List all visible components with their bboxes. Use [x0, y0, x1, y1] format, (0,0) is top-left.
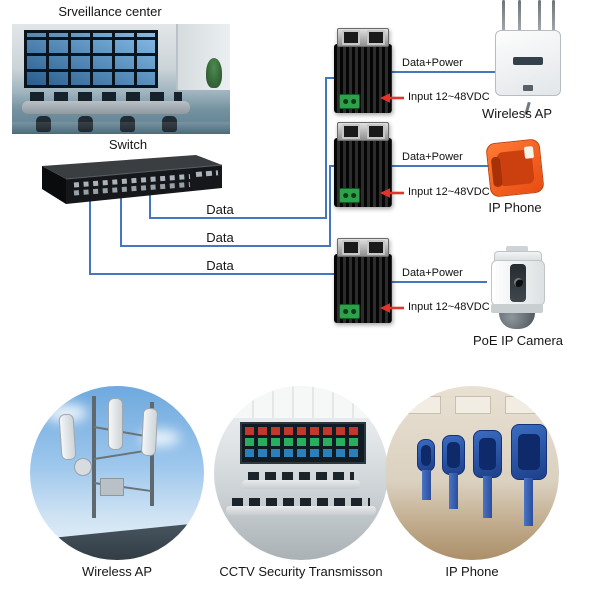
rj45-jack-icon — [366, 30, 385, 45]
phone-pillar — [422, 470, 431, 500]
camera-lens-icon — [513, 278, 523, 287]
screen-row — [245, 449, 361, 457]
surveillance-center-photo — [12, 24, 230, 134]
antenna-icon — [538, 0, 541, 32]
poe-camera-device-label: PoE IP Camera — [472, 333, 564, 348]
data-power-label-2: Data+Power — [402, 151, 463, 163]
ceiling — [214, 386, 388, 418]
gallery-caption-cctv: CCTV Security Transmisson — [219, 564, 383, 579]
data-power-label-3: Data+Power — [402, 267, 463, 279]
switch-label: Switch — [108, 137, 148, 152]
wireless-ap-photo — [492, 0, 564, 116]
port-row — [73, 182, 191, 196]
antenna-panel — [140, 407, 159, 457]
camera-body — [491, 260, 545, 306]
surveillance-center-label: Srveillance center — [58, 4, 162, 19]
rooftop-silhouette — [30, 522, 204, 560]
rj45-jack-icon — [341, 124, 360, 139]
poe-ip-camera-photo — [480, 246, 554, 334]
monitor-row — [248, 472, 354, 480]
poe-injector-1 — [334, 28, 392, 113]
gallery-caption-wireless-ap: Wireless AP — [81, 564, 153, 579]
rj45-jack-icon — [366, 240, 385, 255]
ip-phone-device-label: IP Phone — [488, 200, 542, 215]
port-row — [73, 174, 191, 188]
camera-mount — [506, 246, 528, 252]
injector-top — [337, 238, 389, 257]
antenna-icon — [518, 0, 521, 32]
phone-booth — [473, 430, 502, 478]
monitor-row — [232, 498, 370, 506]
desk-row — [226, 506, 376, 515]
gallery-caption-ip-phone: IP Phone — [445, 564, 499, 579]
camera-dome — [499, 313, 535, 329]
window — [455, 396, 491, 414]
phone-label-tag — [523, 146, 535, 159]
switch-drawing — [42, 155, 223, 204]
dc-terminal-block — [339, 304, 360, 319]
chair — [78, 116, 93, 132]
antenna-icon — [502, 0, 505, 32]
ap-logo — [513, 57, 543, 65]
gallery-photo-cctv-room — [214, 386, 388, 560]
ip-phone-photo — [485, 138, 545, 198]
rj45-jack-icon — [341, 30, 360, 45]
phone-booth — [417, 439, 435, 472]
video-wall — [24, 30, 158, 88]
uplink-ports — [195, 170, 219, 177]
console-desk — [22, 101, 190, 114]
dc-input-label-2: Input 12~48VDC — [408, 186, 490, 198]
ethernet-switch-photo — [30, 152, 226, 208]
antenna-panel — [58, 413, 77, 461]
poe-injector-3 — [334, 238, 392, 323]
dc-terminal-block — [339, 188, 360, 203]
window — [405, 396, 441, 414]
window — [505, 396, 541, 414]
gallery-photo-wireless-ap — [30, 386, 204, 560]
poe-injector-2 — [334, 122, 392, 207]
rj45-jack-icon — [341, 240, 360, 255]
screen-wall — [240, 422, 366, 464]
plant — [206, 58, 222, 88]
dc-input-label-1: Input 12~48VDC — [408, 91, 490, 103]
screen-row — [245, 438, 361, 446]
antenna-icon — [552, 0, 555, 32]
chair — [36, 116, 51, 132]
phone-booth — [442, 435, 465, 475]
ap-cable-gland — [523, 85, 533, 91]
wireless-ap-device-label: Wireless AP — [481, 106, 553, 121]
data-link-label-3: Data — [206, 258, 234, 273]
equipment-box — [100, 478, 124, 496]
phone-pillar — [449, 473, 458, 509]
dc-input-label-3: Input 12~48VDC — [408, 301, 490, 313]
ap-enclosure — [495, 30, 561, 96]
antenna-panel — [108, 398, 123, 450]
microwave-dish — [74, 458, 92, 476]
chair — [120, 116, 135, 132]
phone-pillar — [524, 478, 533, 526]
dc-terminal-block — [339, 94, 360, 109]
side-wall — [176, 24, 230, 90]
chair — [162, 116, 177, 132]
desk-monitors — [30, 92, 182, 101]
data-link-label-1: Data — [206, 202, 234, 217]
floor — [12, 122, 230, 134]
gallery-photo-ip-phones — [385, 386, 559, 560]
camera-window — [510, 264, 526, 302]
injector-top — [337, 122, 389, 141]
desk-row — [242, 480, 360, 489]
data-power-label-1: Data+Power — [402, 57, 463, 69]
camera-skirt — [491, 304, 543, 313]
phone-pillar — [483, 476, 492, 518]
phone-booth — [511, 424, 547, 480]
data-link-label-2: Data — [206, 230, 234, 245]
rj45-jack-icon — [366, 124, 385, 139]
phone-housing — [485, 138, 545, 198]
injector-top — [337, 28, 389, 47]
cloud — [44, 404, 88, 422]
screen-row — [245, 427, 361, 435]
